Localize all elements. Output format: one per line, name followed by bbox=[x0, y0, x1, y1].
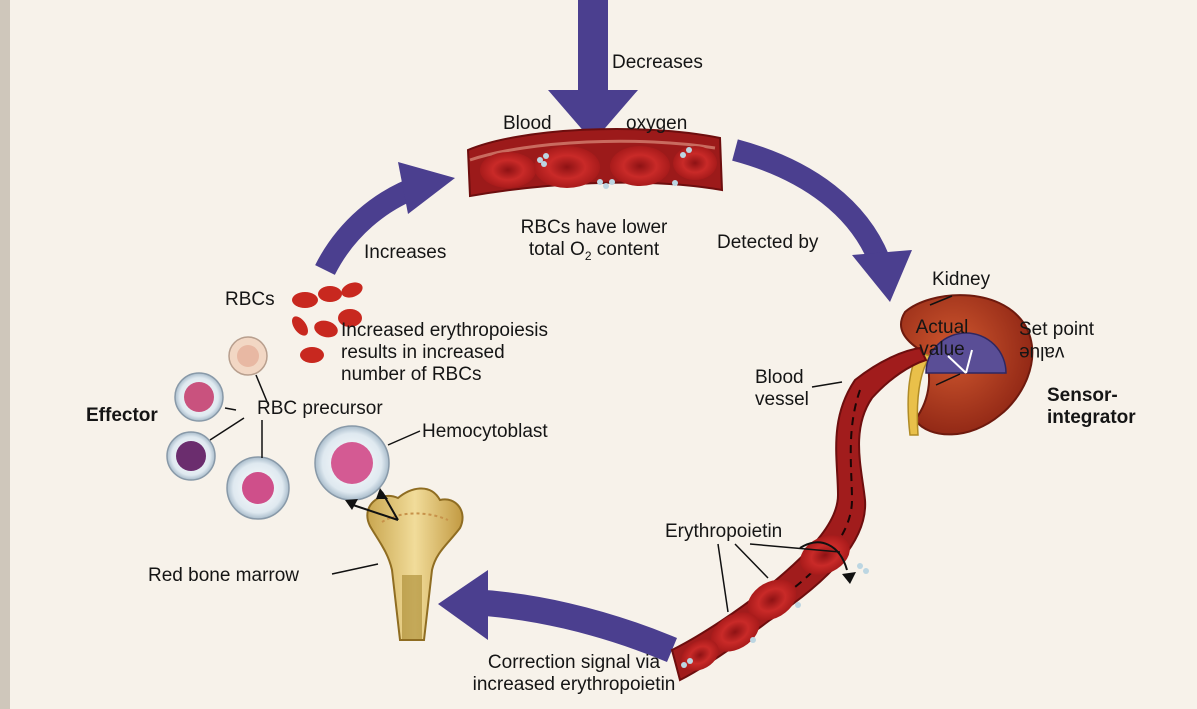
decreases-label: Decreases bbox=[612, 52, 703, 74]
hemocytoblast-label: Hemocytoblast bbox=[422, 421, 548, 443]
increases-label: Increases bbox=[364, 242, 446, 264]
rbc-precursor-label: RBC precursor bbox=[257, 398, 383, 420]
rbc-lower-content-label: RBCs have lower total O2 content bbox=[508, 217, 680, 267]
blood-label: Blood bbox=[503, 113, 552, 135]
rbc-cell bbox=[480, 152, 536, 188]
correction-signal-label: Correction signal via increased erythrop… bbox=[452, 652, 696, 696]
detected-by-label: Detected by bbox=[717, 232, 818, 254]
erythropoiesis-result-label: Increased erythropoiesis results in incr… bbox=[341, 320, 548, 386]
red-bone-marrow-label: Red bone marrow bbox=[148, 565, 299, 587]
effector-label: Effector bbox=[86, 405, 158, 427]
kidney-label: Kidney bbox=[932, 269, 990, 291]
rbc-cell bbox=[610, 146, 670, 186]
actual-value-label: Actual value bbox=[909, 317, 975, 361]
blood-vessel-label: Blood vessel bbox=[755, 367, 809, 411]
rbc-lower-line2: total O2 content bbox=[508, 239, 680, 267]
rbcs-label: RBCs bbox=[225, 289, 275, 311]
set-point-label: Set point value bbox=[1019, 319, 1094, 363]
page-edge bbox=[0, 0, 10, 709]
rbc-lower-line1: RBCs have lower bbox=[508, 217, 680, 239]
sensor-integrator-label: Sensor- integrator bbox=[1047, 385, 1136, 429]
oxygen-label: oxygen bbox=[626, 113, 687, 135]
rbc-cell bbox=[673, 146, 717, 180]
rbc-cell bbox=[534, 146, 600, 188]
erythropoietin-label: Erythropoietin bbox=[665, 521, 782, 543]
